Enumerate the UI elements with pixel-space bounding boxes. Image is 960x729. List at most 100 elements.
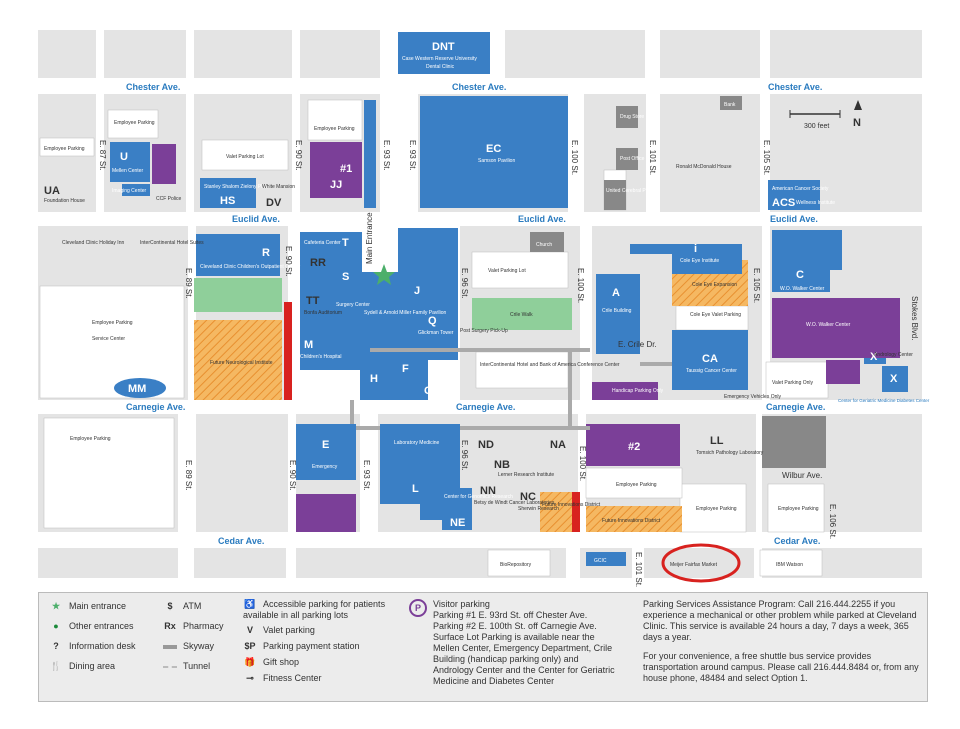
bldg-i-code: i [694, 243, 697, 255]
street-e105: E. 105 St. [762, 140, 771, 175]
street-e90: E. 90 St. [294, 140, 303, 171]
street-e89b: E. 89 St. [184, 460, 193, 491]
bldg-s-name: Surgery Center [336, 302, 370, 308]
bldg-emergency-vehicles: Emergency Vehicles Only [724, 394, 781, 400]
street-euclid-east: Euclid Ave. [770, 214, 818, 224]
bldg-dnt-name2: Dental Clinic [426, 64, 455, 70]
bldg-mm-name: Service Center [92, 336, 125, 342]
star-icon: ★ [51, 601, 61, 611]
bldg-eye-valet: Cole Eye Valet Parking [690, 312, 741, 318]
bldg-gcic: GCIC [594, 558, 607, 564]
gift-icon: 🎁 [244, 657, 256, 667]
bldg-dv-code: DV [266, 197, 282, 209]
bldg-ua-name: Foundation House [44, 198, 85, 204]
lot-employee-jj: Employee Parking [314, 126, 355, 132]
bldg-h-code: H [370, 373, 378, 385]
lot-employee-sw: Employee Parking [70, 436, 111, 442]
skyways [350, 348, 672, 430]
legend-payment-label: Parking payment station [263, 641, 360, 651]
bldg-i-name: Cole Eye Institute [680, 258, 719, 264]
dot-icon: ● [53, 621, 59, 631]
legend-fitness-label: Fitness Center [263, 673, 322, 683]
bldg-future-neuro: Future Neurological Institute [210, 360, 273, 366]
question-icon: ? [53, 641, 59, 651]
bldg-l-code: L [412, 483, 419, 495]
legend-visitor-2: Parking #2 E. 100th St. off Carnegie Ave… [433, 621, 597, 631]
bldg-mm-code: MM [128, 383, 146, 395]
legend-visitor-title: Visitor parking [433, 599, 490, 609]
tunnel-line-icon [163, 661, 177, 672]
bldg-ca-name: Taussig Cancer Center [686, 368, 737, 374]
building-labels: DNT Case Western Reserve University Dent… [44, 41, 930, 568]
bldg-ua-code: UA [44, 185, 60, 197]
bldg-handicap: Handicap Parking Only [612, 388, 664, 394]
bldg-x1-name: Andrology Center [874, 352, 913, 358]
bldg-walker-label: W.O. Walker Center [806, 322, 851, 328]
valet-icon: V [246, 625, 253, 635]
bldg-rr-code: RR [310, 257, 326, 269]
lot-employee-nw: Employee Parking [44, 146, 85, 152]
bldg-united-label: United Cerebral Palsy [606, 188, 655, 194]
legend-payment: $P Parking payment station [243, 641, 360, 652]
bldg-ec-name: Samson Pavilion [478, 158, 515, 164]
wheelchair-icon: ♿ [244, 599, 256, 609]
bldg-g-code: G [424, 385, 433, 397]
legend-assist: Parking Services Assistance Program: Cal… [643, 599, 917, 642]
bldg-t-code: T [342, 237, 349, 249]
street-e90b: E. 90 St. [284, 246, 293, 277]
post-office [616, 148, 638, 170]
bldg-dnt-name: Case Western Reserve University [402, 56, 477, 62]
north-label: N [853, 117, 861, 129]
bldg-r-name: Cleveland Clinic Children's Outpatient C… [200, 264, 301, 270]
visitor-parking-icon: P [409, 599, 427, 617]
legend-surface: Surface Lot Parking is available near th… [433, 632, 615, 686]
bldg-dnt-code: DNT [432, 41, 455, 53]
legend-gift: 🎁 Gift shop [243, 657, 299, 668]
legend-gift-label: Gift shop [263, 657, 300, 667]
bldg-nc-code: NC [520, 491, 536, 503]
fork-knife-icon: 🍴 [50, 661, 62, 671]
street-e93b: E. 93 St. [408, 140, 417, 171]
legend-info-desk: ?Information desk [49, 641, 135, 652]
bldg-church-label: Church [536, 242, 552, 248]
lot-valet-2: Valet Parking Lot [488, 268, 526, 274]
bldg-nc-name: Sherwin Research [518, 506, 559, 512]
bldg-na-code: NA [550, 439, 566, 451]
lot-valet-only: Valet Parking Only [772, 380, 814, 386]
bldg-nd-code: ND [478, 439, 494, 451]
legend-skyway: Skyway [163, 641, 214, 652]
bldg-ibm: IBM Watson [776, 562, 803, 568]
bldg-tt-name: Bonfa Auditorium [304, 310, 342, 316]
visitor-text: Visitor parking Parking #1 E. 93rd St. o… [433, 599, 619, 687]
bldg-meijer: Meijer Fairfax Market [670, 562, 718, 568]
bldg-acs-name2: Wellness Institute [796, 200, 835, 206]
bldg-drug-label: Drug Store [620, 114, 644, 120]
street-e96b: E. 96 St. [460, 440, 469, 471]
bldg-f-code: F [402, 363, 409, 375]
bldg-post-surgery: Post Surgery Pick-Up [460, 328, 508, 334]
street-e100b: E. 100 St. [576, 268, 585, 303]
legend-accessible: ♿Accessible parking for patients availab… [243, 599, 403, 621]
bldg-ec-code: EC [486, 143, 501, 155]
bldg-hs-name: Stanley Shalom Zielony Plaza [204, 184, 271, 190]
legend-dining-label: Dining area [69, 661, 116, 671]
bldg-nb-name: Lerner Research Institute [498, 472, 554, 478]
bldg-c-name: W.O. Walker Center [780, 286, 825, 292]
bldg-acs-code: ACS [772, 197, 795, 209]
mm-service-center [114, 378, 166, 398]
map-legend: ★Main entrance ●Other entrances ?Informa… [38, 592, 928, 702]
bldg-ll-code: LL [710, 435, 724, 447]
meijer-highlight-circle [661, 543, 741, 583]
payment-icon: $P [244, 641, 256, 651]
street-carnegie-east: Carnegie Ave. [766, 402, 825, 412]
legend-shuttle: For your convenience, a free shuttle bus… [643, 651, 919, 683]
bldg-nn-code: NN [480, 485, 496, 497]
legend-accessible-label: Accessible parking for patients availabl… [243, 599, 386, 620]
street-labels: Chester Ave. Chester Ave. Chester Ave. E… [98, 82, 919, 587]
bldg-acs-name: American Cancer Society [772, 186, 829, 192]
bldg-m-name: Children's Hospital [300, 354, 342, 360]
legend-atm-label: ATM [183, 601, 202, 611]
parking-2-marker: #2 [628, 441, 640, 453]
